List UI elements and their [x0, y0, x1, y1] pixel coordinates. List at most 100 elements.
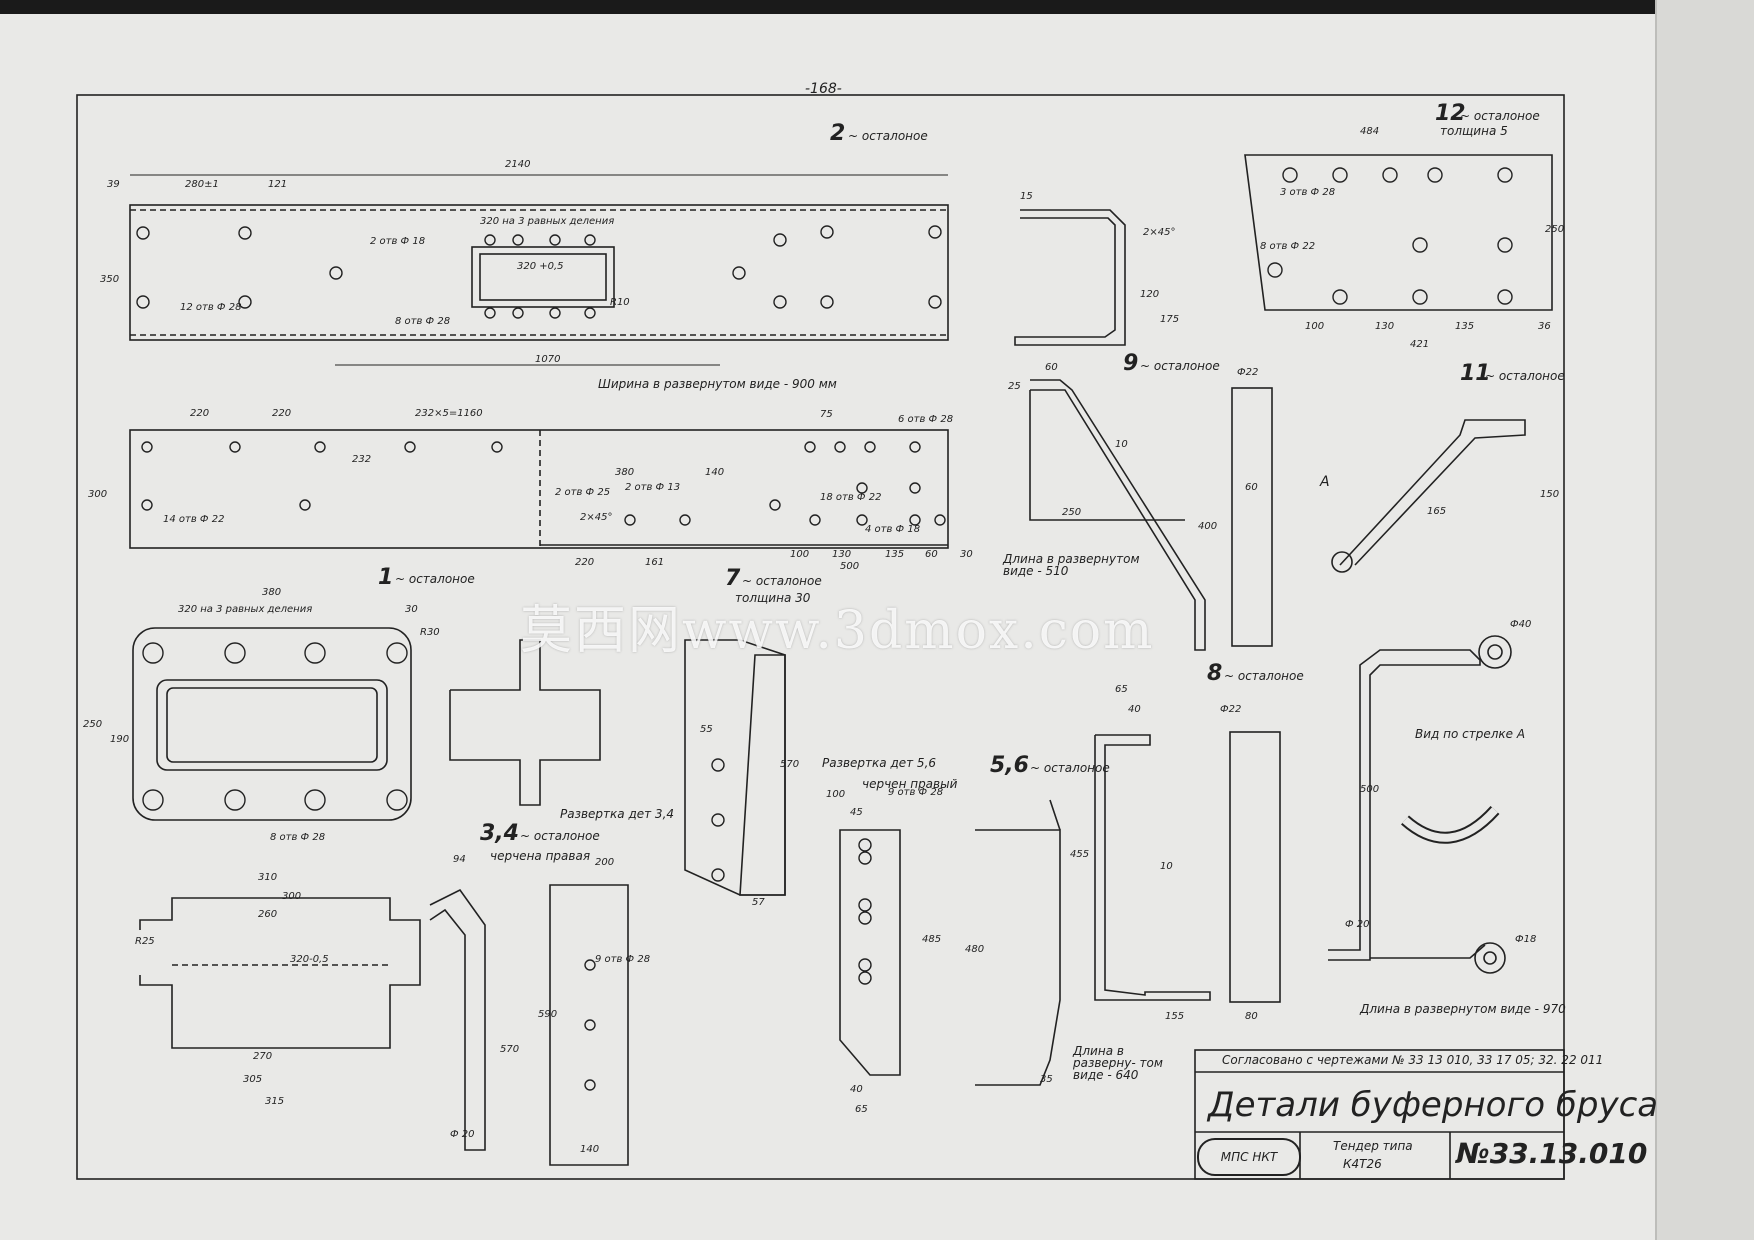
dim-holes-8-28: 8 отв Ф 28 [270, 832, 326, 843]
dim-220-bottom: 220 [575, 557, 595, 568]
dim-250: 250 [83, 719, 103, 730]
dim-60-side: 60 [1245, 482, 1258, 493]
dim-phi20: Ф 20 [1345, 919, 1370, 930]
tender-type: Тендер типа [1333, 1139, 1413, 1153]
dim-200: 200 [595, 857, 615, 868]
dim-2x45-b: 2×45° [1143, 227, 1176, 238]
dim-2140: 2140 [505, 159, 531, 170]
dim-r25: R25 [135, 936, 155, 947]
note-view-a: Вид по стрелке А [1415, 727, 1526, 741]
dim-135: 135 [885, 549, 905, 560]
dim-25: 25 [1008, 381, 1021, 392]
part-56-number: 5,6 [990, 753, 1029, 778]
part-56-material: ~ осталоное [1030, 761, 1110, 775]
dim-60: 60 [925, 549, 938, 560]
dim-39: 39 [107, 179, 120, 190]
dim-65-p8: 65 [1115, 684, 1128, 695]
dim-phi40: Ф40 [1510, 619, 1532, 630]
dim-570: 570 [500, 1044, 520, 1055]
dim-421: 421 [1410, 339, 1430, 350]
dim-140: 140 [705, 467, 725, 478]
dim-40-p8: 40 [1128, 704, 1141, 715]
dim-holes-12: 12 отв Ф 28 [180, 302, 242, 313]
dim-holes-9: 9 отв Ф 28 [595, 954, 651, 965]
part-7-material: ~ осталоное [742, 574, 822, 588]
part-12-material: ~ осталоное [1460, 109, 1540, 123]
dim-500-rod: 500 [1360, 784, 1380, 795]
dim-161: 161 [645, 557, 665, 568]
dim-140-p34: 140 [580, 1144, 600, 1155]
dim-2x45: 2×45° [580, 512, 613, 523]
dim-320-05: 320-0,5 [290, 954, 329, 965]
dim-232x5: 232×5=1160 [415, 408, 483, 419]
part2-side [129, 429, 949, 549]
top-scan-band [0, 0, 1754, 14]
dim-300: 300 [88, 489, 108, 500]
sheet-frame [76, 94, 1565, 1180]
page-number: -168- [805, 81, 842, 97]
note-development-56-right: черчен правый [862, 777, 958, 791]
part1-flange [132, 627, 412, 821]
dim-80: 80 [1245, 1011, 1258, 1022]
dim-120: 120 [1140, 289, 1160, 300]
dim-holes-3: 3 отв Ф 28 [1280, 187, 1336, 198]
dim-phi22: Ф22 [1237, 367, 1259, 378]
dim-380a: 380 [615, 467, 635, 478]
dim-100-p12: 100 [1305, 321, 1325, 332]
dim-100-p56: 100 [826, 789, 846, 800]
note-development-34: Развертка дет 3,4 [560, 807, 675, 821]
dim-holes-2-25: 2 отв Ф 25 [555, 487, 611, 498]
dim-15: 15 [1020, 191, 1033, 202]
part-9-number: 9 [1123, 351, 1139, 376]
dim-480: 480 [965, 944, 985, 955]
note-width-unfolded: Ширина в развернутом виде - 900 мм [598, 377, 837, 391]
part-34-number: 3,4 [480, 821, 519, 846]
dim-260: 260 [258, 909, 278, 920]
agreed-note: Согласовано с чертежами № 33 13 010, 33 … [1222, 1053, 1604, 1067]
dim-holes-9-p56: 9 отв Ф 28 [888, 787, 944, 798]
dim-10-p8: 10 [1160, 861, 1173, 872]
dim-400: 400 [1198, 521, 1218, 532]
dim-485: 485 [922, 934, 942, 945]
dim-75: 75 [820, 409, 833, 420]
dim-holes-4: 4 отв Ф 18 [865, 524, 921, 535]
dim-holes-2: 2 отв Ф 18 [370, 236, 426, 247]
dim-r10: R10 [610, 297, 630, 308]
part-11-material: ~ осталоное [1485, 369, 1565, 383]
part2-plate [129, 204, 949, 341]
dim-165: 165 [1427, 506, 1447, 517]
dim-250-p12: 250 [1545, 224, 1565, 235]
dim-1070: 1070 [535, 354, 561, 365]
dim-220b: 220 [272, 408, 292, 419]
dim-60-p9: 60 [1045, 362, 1058, 373]
dim-57: 57 [752, 897, 765, 908]
part-34-note: черчена правая [490, 849, 591, 863]
dim-45: 45 [850, 807, 863, 818]
note-length-970: Длина в развернутом виде - 970 [1360, 1002, 1566, 1016]
dim-10: 10 [1115, 439, 1128, 450]
tender-model: К4Т26 [1343, 1157, 1382, 1171]
organization-logo: МПС НКТ [1197, 1138, 1301, 1176]
dim-190: 190 [110, 734, 130, 745]
dim-280: 280±1 [185, 179, 219, 190]
dim-35-p56: 35 [1040, 1074, 1053, 1085]
part-1-material: ~ осталоное [395, 572, 475, 586]
dim-220a: 220 [190, 408, 210, 419]
arrow-a-label: А [1320, 474, 1330, 490]
dim-phi22-p8: Ф22 [1220, 704, 1242, 715]
dim-holes-8-22: 8 отв Ф 22 [1260, 241, 1316, 252]
dim-570-p7: 570 [780, 759, 800, 770]
dim-30-p1: 30 [405, 604, 418, 615]
dim-40-p56: 40 [850, 1084, 863, 1095]
part9-side [1231, 387, 1273, 647]
dim-holes-2-13: 2 отв Ф 13 [625, 482, 681, 493]
dim-36: 36 [1538, 321, 1551, 332]
note-development-56: Развертка дет 5,6 [822, 756, 937, 770]
dim-150: 150 [1540, 489, 1560, 500]
part-34-material: ~ осталоное [520, 829, 600, 843]
part-12-thickness: толщина 5 [1440, 124, 1508, 138]
dim-20: Ф 20 [450, 1129, 475, 1140]
dim-div-320b: 320 на 3 равных деления [178, 604, 313, 615]
drawing-title: Детали буферного бруса [1208, 1085, 1659, 1125]
